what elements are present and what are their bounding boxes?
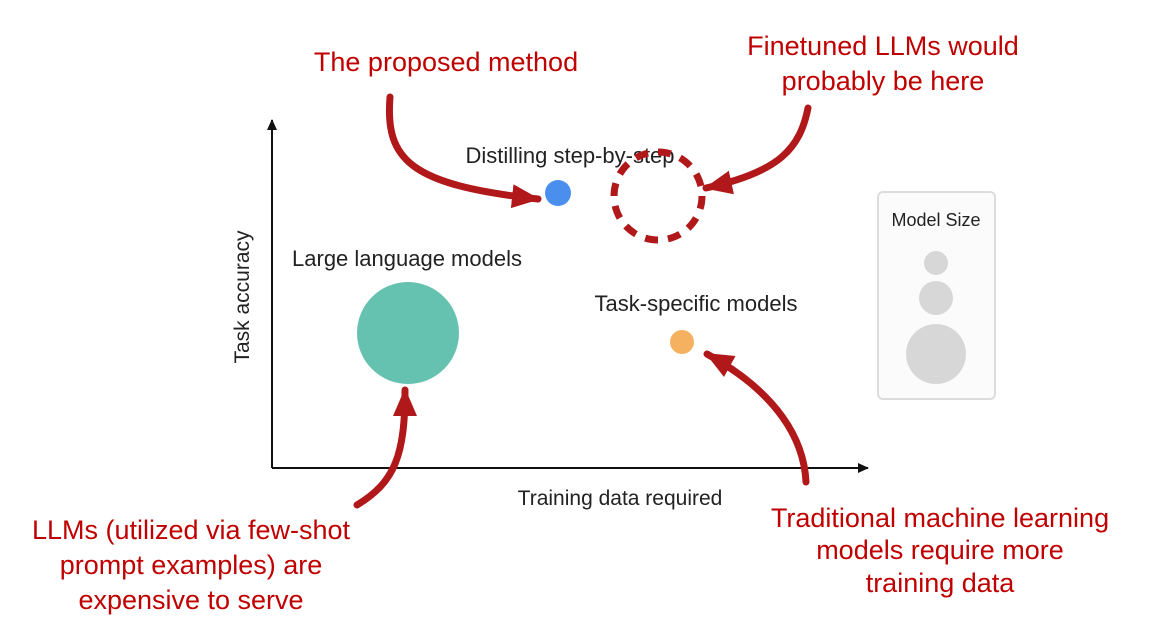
- legend-bubble-medium: [919, 281, 953, 315]
- proposed-method-arrow: [385, 93, 542, 209]
- proposed-method-annotation: The proposed method: [314, 47, 578, 77]
- llm-label: Large language models: [292, 246, 522, 271]
- distilling-point: [545, 180, 571, 206]
- traditional-ml-annotation-line-3: training data: [866, 568, 1016, 598]
- finetuned-placeholder-circle: [610, 148, 706, 244]
- llm-expense-arrow: [353, 386, 417, 509]
- x-axis-label: Training data required: [518, 487, 723, 510]
- legend-bubble-large: [906, 324, 966, 384]
- finetuned-annotation-line-2: probably be here: [782, 66, 985, 96]
- legend-title: Model Size: [891, 210, 980, 230]
- llm-expense-annotation-line-2: prompt examples) are: [60, 550, 323, 580]
- llm-expense-annotation-line-3: expensive to serve: [78, 585, 303, 615]
- y-axis-label: Task accuracy: [231, 230, 254, 364]
- task-specific-label: Task-specific models: [595, 291, 798, 316]
- task-specific-point: [670, 330, 694, 354]
- finetuned-arrow: [702, 104, 812, 195]
- traditional-ml-annotation-line-2: models require more: [816, 535, 1064, 565]
- legend-bubble-small: [924, 251, 948, 275]
- llm-expense-annotation-line-1: LLMs (utilized via few-shot: [32, 515, 351, 545]
- finetuned-annotation-line-1: Finetuned LLMs would: [747, 31, 1019, 61]
- traditional-ml-annotation-line-1: Traditional machine learning: [771, 503, 1109, 533]
- traditional-ml-arrow: [703, 350, 810, 486]
- llm-point: [357, 282, 459, 384]
